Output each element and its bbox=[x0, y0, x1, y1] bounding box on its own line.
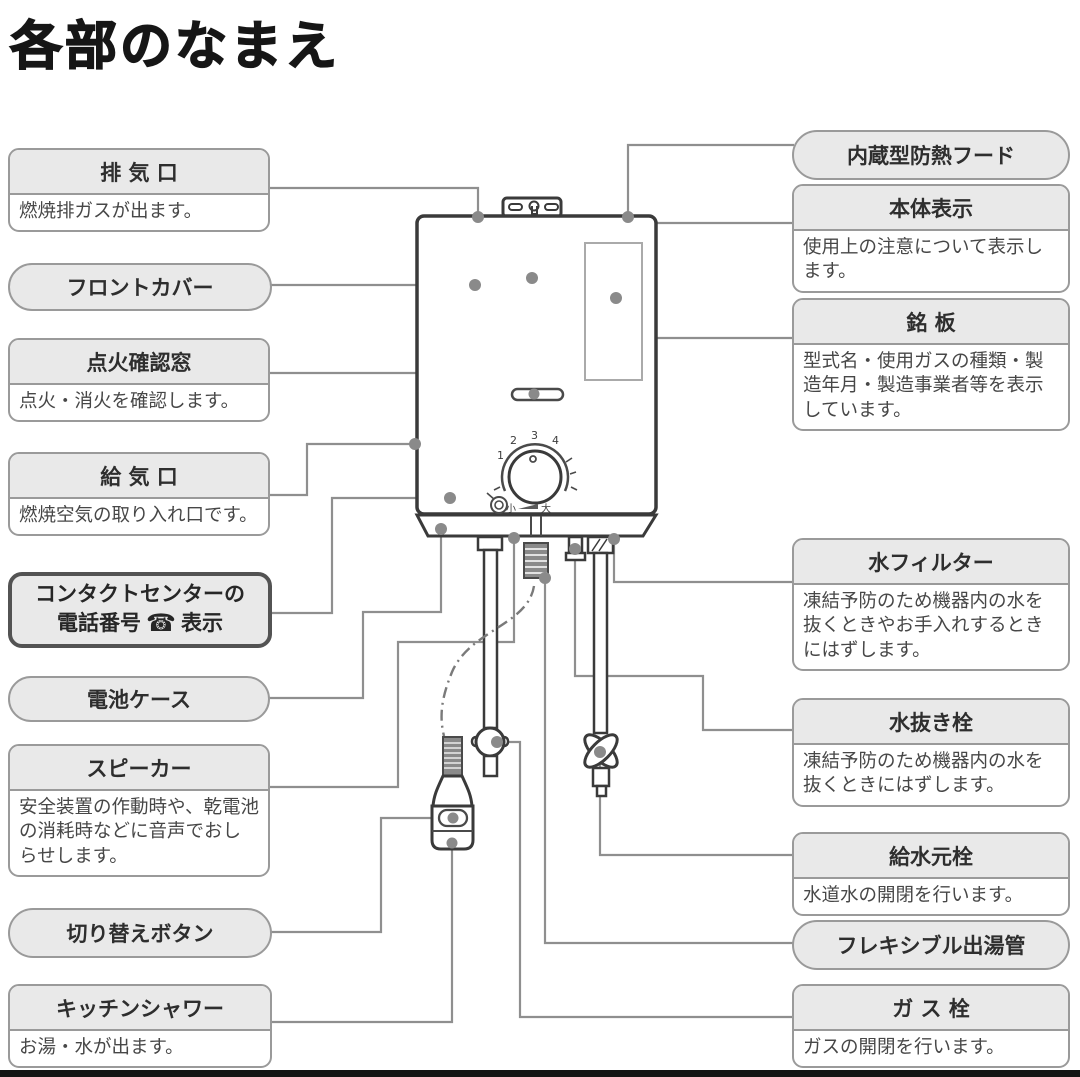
callout-line-kitchen-shower bbox=[270, 844, 454, 1024]
label-title: 切り替えボタン bbox=[66, 922, 214, 946]
dot-water-supply-valve bbox=[594, 746, 606, 758]
label-box-drain-plug: 水抜き栓 凍結予防のため機器内の水を抜くときにはずします。 bbox=[792, 698, 1070, 807]
callout-line-contact-center bbox=[272, 496, 448, 615]
label-title: 排 気 口 bbox=[10, 150, 268, 195]
kitchen-shower-head[interactable] bbox=[430, 736, 475, 851]
dot-nameplate bbox=[610, 292, 622, 304]
label-pill-flexible-outlet-pipe: フレキシブル出湯管 bbox=[792, 920, 1070, 970]
dot-speaker bbox=[508, 532, 520, 544]
label-box-gas-valve: ガ ス 栓 ガスの開閉を行います。 bbox=[792, 984, 1070, 1069]
label-box-water-supply-valve: 給水元栓 水道水の開閉を行います。 bbox=[792, 832, 1070, 917]
contact-center-line2-post: 表示 bbox=[180, 610, 223, 635]
dial-scale-arc bbox=[500, 443, 570, 492]
label-desc: 燃焼空気の取り入れ口です。 bbox=[19, 505, 258, 526]
mounting-bracket bbox=[501, 196, 563, 219]
dial-number-4: 4 bbox=[552, 434, 559, 447]
label-box-nameplate: 銘 板 型式名・使用ガスの種類・製造年月・製造事業者等を表示しています。 bbox=[792, 298, 1070, 432]
label-title: 電池ケース bbox=[87, 688, 191, 712]
dot-built-in-heat-hood bbox=[622, 211, 634, 223]
label-box-air-inlet: 給 気 口 燃焼空気の取り入れ口です。 bbox=[8, 452, 270, 537]
label-desc: 型式名・使用ガスの種類・製造年月・製造事業者等を表示しています。 bbox=[803, 351, 1044, 421]
dot-kitchen-shower bbox=[446, 837, 458, 849]
label-box-contact-center: コンタクトセンターの 電話番号 ☎ 表示 bbox=[8, 572, 272, 648]
plumbing bbox=[430, 535, 619, 851]
label-pill-built-in-heat-hood: 内蔵型防熱フード bbox=[792, 130, 1070, 180]
label-title: 給水元栓 bbox=[794, 834, 1068, 879]
page-title: 各部のなまえ bbox=[9, 16, 341, 78]
label-box-kitchen-shower: キッチンシャワー お湯・水が出ます。 bbox=[8, 984, 272, 1069]
dial-min-label: 小 bbox=[506, 503, 516, 515]
label-box-body-display: 本体表示 使用上の注意について表示します。 bbox=[792, 184, 1070, 293]
label-desc: 燃焼排ガスが出ます。 bbox=[19, 201, 203, 222]
label-desc: 点火・消火を確認します。 bbox=[19, 391, 240, 412]
label-title: 給 気 口 bbox=[10, 454, 268, 499]
flexible-pipe-phantom-line bbox=[440, 585, 536, 737]
label-desc: 凍結予防のため機器内の水を抜くときやお手入れするときにはずします。 bbox=[803, 591, 1044, 661]
callout-line-flexible-outlet-pipe bbox=[543, 579, 794, 945]
callout-line-switch-button bbox=[268, 816, 450, 934]
callout-line-water-filter bbox=[612, 540, 794, 584]
ignition-button[interactable] bbox=[490, 496, 508, 514]
label-title: フロントカバー bbox=[66, 276, 214, 300]
callout-line-battery-case bbox=[266, 531, 443, 700]
label-desc: 水道水の開閉を行います。 bbox=[803, 885, 1024, 906]
control-dial: 1 2 3 4 小 大 bbox=[486, 429, 578, 515]
label-pill-switch-button: 切り替えボタン bbox=[8, 908, 272, 958]
dot-front-cover bbox=[469, 279, 481, 291]
dot-flexible-outlet-pipe bbox=[539, 572, 551, 584]
label-box-water-filter: 水フィルター 凍結予防のため機器内の水を抜くときやお手入れするときにはずします。 bbox=[792, 538, 1070, 672]
label-desc: 安全装置の作動時や、乾電池の消耗時などに音声でおしらせします。 bbox=[19, 797, 259, 867]
bottom-panel bbox=[414, 513, 659, 538]
gas-pipe bbox=[470, 535, 510, 778]
label-title: フレキシブル出湯管 bbox=[836, 934, 1026, 958]
callout-line-gas-valve bbox=[497, 740, 794, 1019]
callout-line-built-in-heat-hood bbox=[626, 143, 794, 215]
label-desc: 使用上の注意について表示します。 bbox=[803, 237, 1043, 283]
label-desc: 凍結予防のため機器内の水を抜くときにはずします。 bbox=[803, 751, 1044, 797]
dot-ignition-window bbox=[528, 388, 540, 400]
phone-icon: ☎ bbox=[146, 609, 176, 638]
callout-line-exhaust-port bbox=[266, 186, 480, 215]
dot-contact-center bbox=[444, 492, 456, 504]
page-bottom-edge bbox=[0, 1070, 1080, 1077]
dot-body-display bbox=[526, 272, 538, 284]
callout-line-speaker bbox=[266, 540, 516, 789]
caution-sticker bbox=[584, 242, 643, 381]
label-box-ignition-window: 点火確認窓 点火・消火を確認します。 bbox=[8, 338, 270, 423]
dot-water-filter bbox=[608, 533, 620, 545]
label-title: 水抜き栓 bbox=[794, 700, 1068, 745]
contact-center-line2-pre: 電話番号 bbox=[57, 610, 142, 635]
label-title: 銘 板 bbox=[794, 300, 1068, 345]
label-desc: ガスの開閉を行います。 bbox=[803, 1037, 1005, 1058]
label-title: ガ ス 栓 bbox=[794, 986, 1068, 1031]
dot-battery-case bbox=[435, 523, 447, 535]
dot-gas-valve bbox=[491, 736, 503, 748]
callout-line-drain-plug bbox=[573, 550, 794, 732]
callout-dots bbox=[409, 211, 634, 849]
label-box-exhaust-port: 排 気 口 燃焼排ガスが出ます。 bbox=[8, 148, 270, 233]
label-title: 本体表示 bbox=[794, 186, 1068, 231]
label-title: 内蔵型防熱フード bbox=[847, 144, 1015, 168]
label-title: 水フィルター bbox=[794, 540, 1068, 585]
dial-knob[interactable] bbox=[507, 449, 563, 505]
callout-line-water-supply-valve bbox=[598, 753, 794, 857]
label-pill-front-cover: フロントカバー bbox=[8, 263, 272, 311]
dot-switch-button bbox=[447, 812, 459, 824]
dial-number-2: 2 bbox=[510, 434, 517, 447]
label-desc: お湯・水が出ます。 bbox=[19, 1037, 184, 1058]
label-box-speaker: スピーカー 安全装置の作動時や、乾電池の消耗時などに音声でおしらせします。 bbox=[8, 744, 270, 878]
label-pill-battery-case: 電池ケース bbox=[8, 676, 270, 722]
label-title: キッチンシャワー bbox=[10, 986, 270, 1031]
dot-exhaust-port bbox=[472, 211, 484, 223]
dial-number-3: 3 bbox=[531, 429, 538, 442]
callout-line-air-inlet bbox=[266, 442, 413, 497]
dial-number-1: 1 bbox=[497, 449, 504, 462]
dot-drain-plug bbox=[569, 543, 581, 555]
dot-air-inlet bbox=[409, 438, 421, 450]
contact-center-line1: コンタクトセンターの bbox=[35, 581, 245, 606]
label-title: スピーカー bbox=[10, 746, 268, 791]
dial-max-label: 大 bbox=[541, 502, 551, 515]
label-title: 点火確認窓 bbox=[10, 340, 268, 385]
